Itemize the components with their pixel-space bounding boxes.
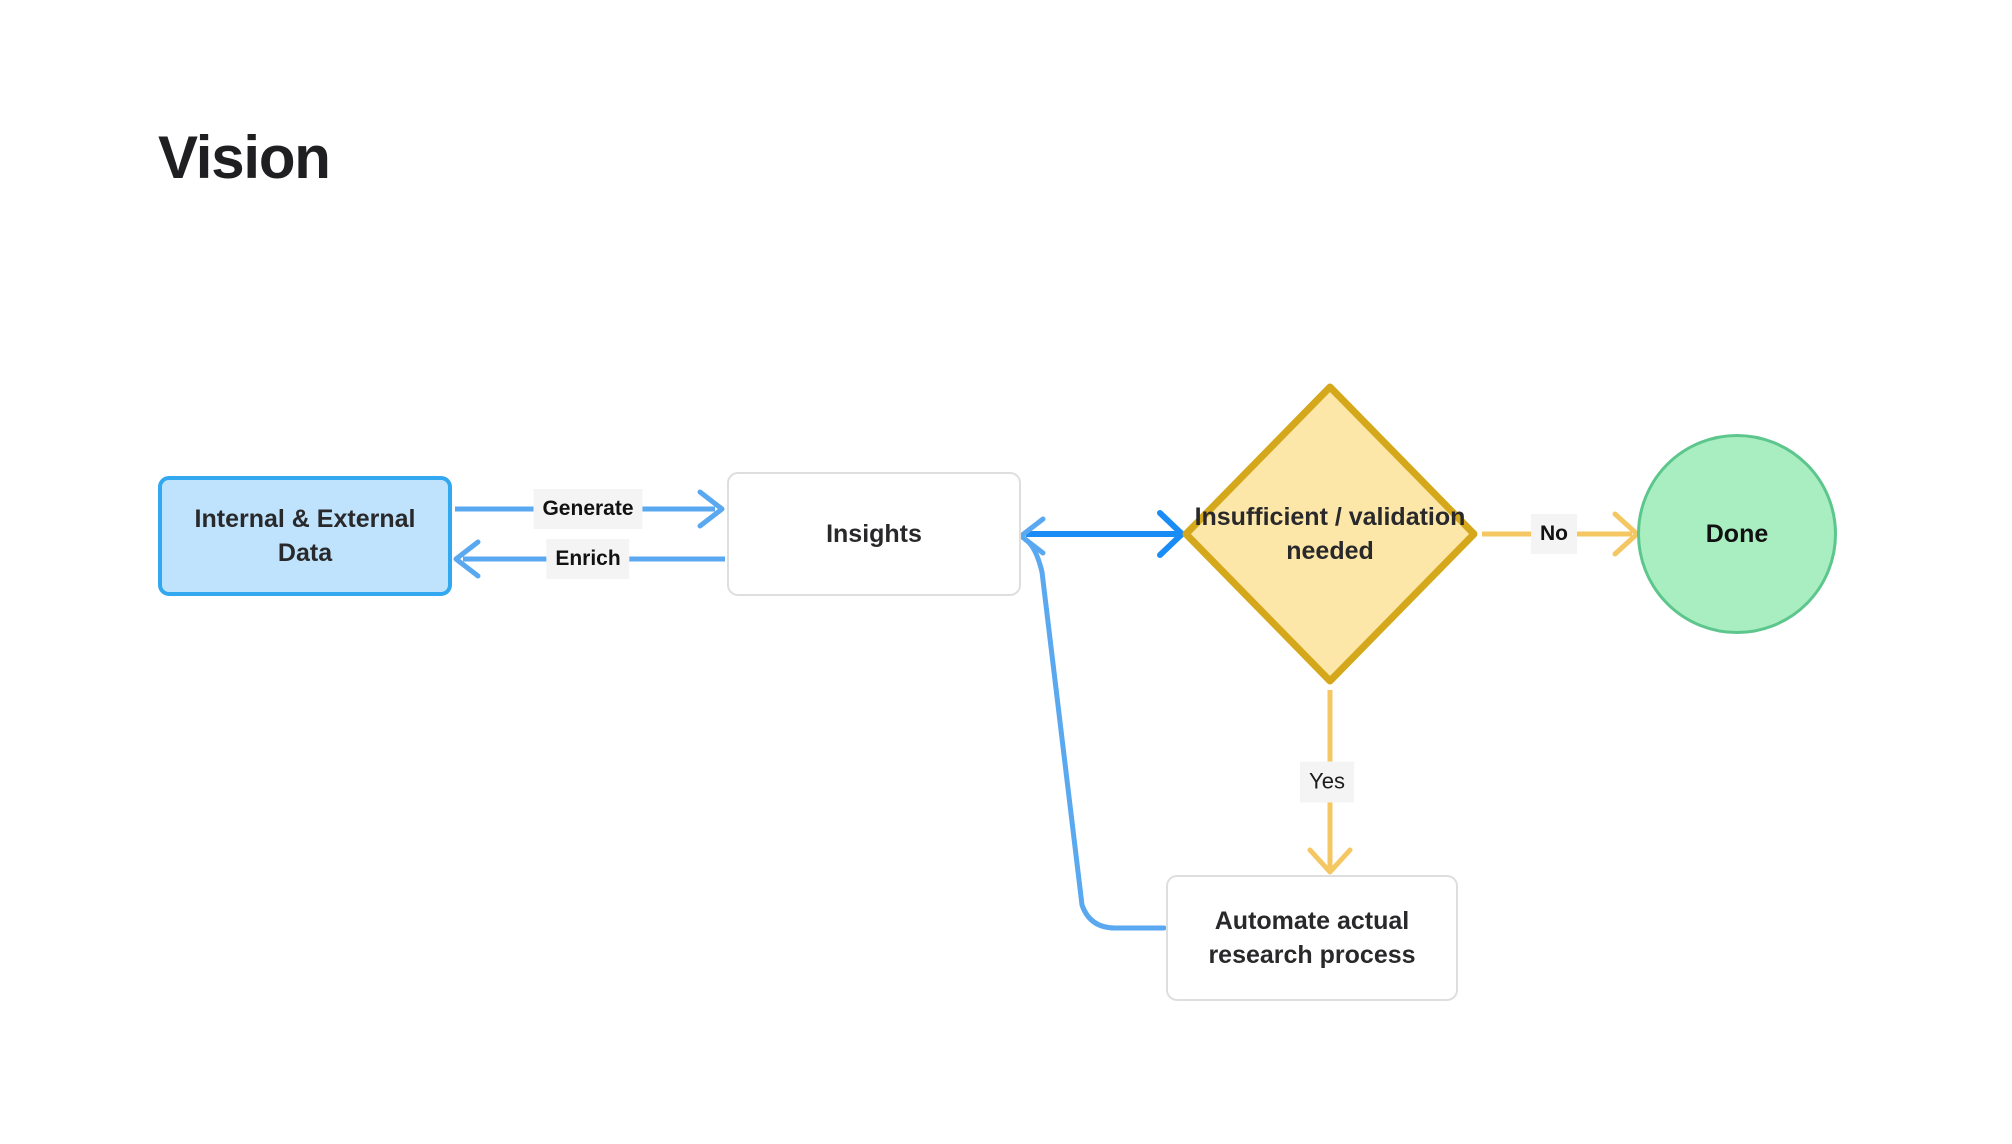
node-insights-label: Insights [826,520,922,548]
edge-label-generate: Generate [533,489,643,529]
edge-label-no: No [1531,514,1577,554]
node-automate-research-process[interactable]: Automate actual research process [1166,875,1458,1001]
node-done[interactable]: Done [1637,434,1837,634]
node-decision-label: Insufficient / validation needed [1194,503,1466,565]
edge-label-yes: Yes [1300,761,1354,803]
edge-insights-to-decision [1026,510,1185,558]
page-title: Vision [158,124,331,191]
node-insights[interactable]: Insights [727,472,1021,596]
node-automate-research-process-label: Automate actual research process [1208,907,1416,969]
edge-automate-to-insights [1018,516,1167,931]
edge-label-enrich: Enrich [546,539,630,579]
node-decision-insufficient-validation[interactable]: Insufficient / validation needed [1180,381,1480,687]
node-internal-external-data[interactable]: Internal & External Data [158,476,452,596]
node-done-label: Done [1705,520,1769,548]
node-internal-external-data-label: Internal & External Data [194,505,416,567]
diamond-shape [1182,383,1478,685]
